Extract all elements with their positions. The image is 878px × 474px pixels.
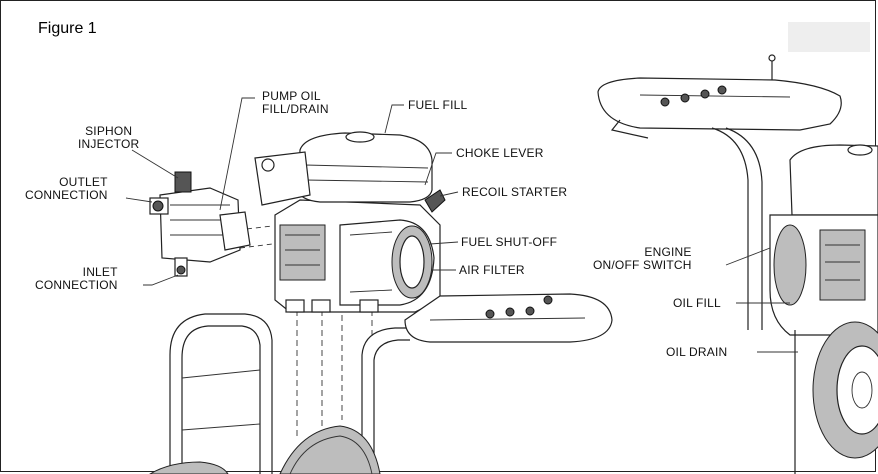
pump-oil-line2: FILL/DRAIN <box>262 102 329 116</box>
inlet-line2: CONNECTION <box>35 278 118 292</box>
pump <box>149 171 251 277</box>
air-filter-label: AIR FILTER <box>459 263 525 277</box>
assembly-lines <box>237 225 373 440</box>
figure-title: Figure 1 <box>38 20 97 37</box>
inlet-line1: INLET <box>82 265 118 279</box>
outlet-connection-label: OUTLET CONNECTION <box>25 176 108 202</box>
leader-lines <box>125 97 798 353</box>
middle-panel <box>404 293 613 343</box>
oil-fill-label: OIL FILL <box>673 296 721 310</box>
choke-lever-label: CHOKE LEVER <box>456 146 544 160</box>
outlet-line2: CONNECTION <box>25 188 108 202</box>
engine-switch-line1: ENGINE <box>644 245 692 259</box>
pump-oil-fill-drain-label: PUMP OIL FILL/DRAIN <box>262 90 329 116</box>
pump-oil-line1: PUMP OIL <box>262 89 321 103</box>
siphon-line1: SIPHON <box>85 124 133 138</box>
siphon-line2: INJECTOR <box>78 137 140 151</box>
inlet-connection-label: INLET CONNECTION <box>35 266 118 292</box>
engine-switch-label: ENGINE ON/OFF SWITCH <box>593 246 692 272</box>
left-frame <box>149 313 410 474</box>
engine-switch-line2: ON/OFF SWITCH <box>593 258 692 272</box>
recoil-starter-label: RECOIL STARTER <box>462 185 568 199</box>
siphon-injector-label: SIPHON INJECTOR <box>78 125 139 151</box>
outlet-line1: OUTLET <box>59 175 108 189</box>
fuel-shutoff-label: FUEL SHUT-OFF <box>461 235 558 249</box>
right-frame <box>597 54 878 474</box>
blank-patch <box>788 22 870 52</box>
left-engine <box>254 131 446 313</box>
oil-drain-label: OIL DRAIN <box>666 345 728 359</box>
fuel-fill-label: FUEL FILL <box>408 98 468 112</box>
